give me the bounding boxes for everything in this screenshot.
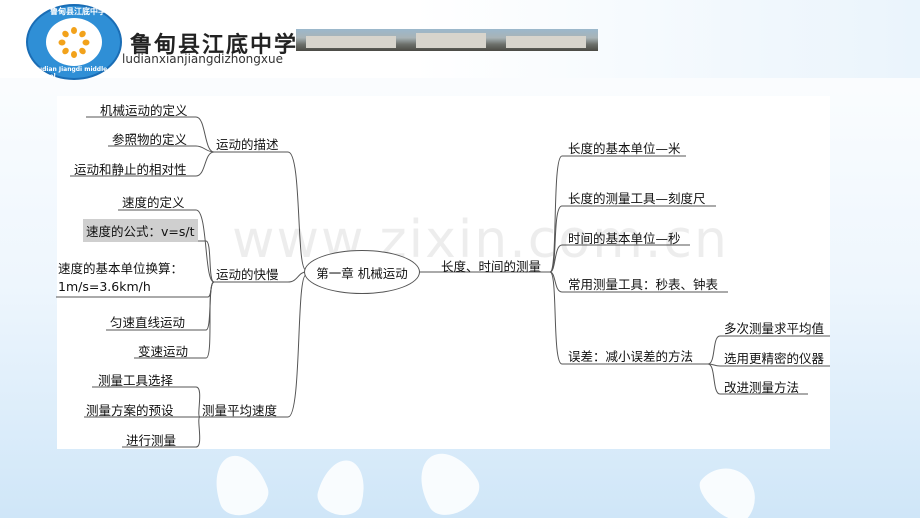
node-variable-speed-motion: 变速运动 (138, 344, 189, 359)
school-name: 鲁甸县江底中学 (130, 32, 299, 58)
node-conduct-measurement: 进行测量 (126, 433, 177, 448)
node-time-base-unit: 时间的基本单位—秒 (568, 231, 681, 246)
node-length-time-measurement: 长度、时间的测量 (441, 259, 542, 274)
node-plan-design: 测量方案的预设 (86, 403, 174, 418)
node-average-speed-measurement: 测量平均速度 (202, 403, 278, 418)
node-relativity-of-motion: 运动和静止的相对性 (74, 162, 187, 177)
header-banner: 鲁甸县江底中学 Ludian Jiangdi middle school 鲁甸县… (0, 0, 920, 80)
node-speed-formula: 速度的公式：v=s/t (83, 219, 198, 242)
node-tool-selection: 测量工具选择 (98, 373, 174, 388)
node-error: 误差：减小误差的方法 (568, 349, 694, 364)
school-pinyin: ludianxianjiangdizhongxue (122, 52, 283, 66)
mindmap-connectors (56, 116, 830, 448)
node-mechanical-motion-definition: 机械运动的定义 (100, 103, 188, 118)
node-common-time-tools: 常用测量工具：秒表、钟表 (568, 277, 719, 292)
logo-text-top: 鲁甸县江底中学 (50, 7, 106, 16)
node-speed-unit-value: 1m/s=3.6km/h (58, 279, 151, 294)
node-uniform-linear-motion: 匀速直线运动 (110, 315, 186, 330)
node-improve-method: 改进测量方法 (724, 380, 800, 395)
node-length-tool: 长度的测量工具—刻度尺 (568, 191, 706, 206)
node-description-of-motion: 运动的描述 (216, 137, 279, 152)
node-speed-definition: 速度的定义 (122, 195, 185, 210)
node-length-base-unit: 长度的基本单位—米 (568, 141, 681, 156)
node-multiple-measurements: 多次测量求平均值 (724, 321, 825, 336)
node-center-topic: 第一章 机械运动 (304, 250, 420, 294)
node-speed-unit-conversion: 速度的基本单位换算： (58, 261, 184, 276)
school-photo (296, 29, 598, 51)
school-logo: 鲁甸县江底中学 Ludian Jiangdi middle school (26, 4, 122, 80)
node-precise-instrument: 选用更精密的仪器 (724, 351, 825, 366)
node-reference-frame-definition: 参照物的定义 (112, 132, 188, 147)
node-speed-of-motion: 运动的快慢 (216, 267, 279, 282)
logo-text-bottom: Ludian Jiangdi middle school (34, 66, 108, 80)
